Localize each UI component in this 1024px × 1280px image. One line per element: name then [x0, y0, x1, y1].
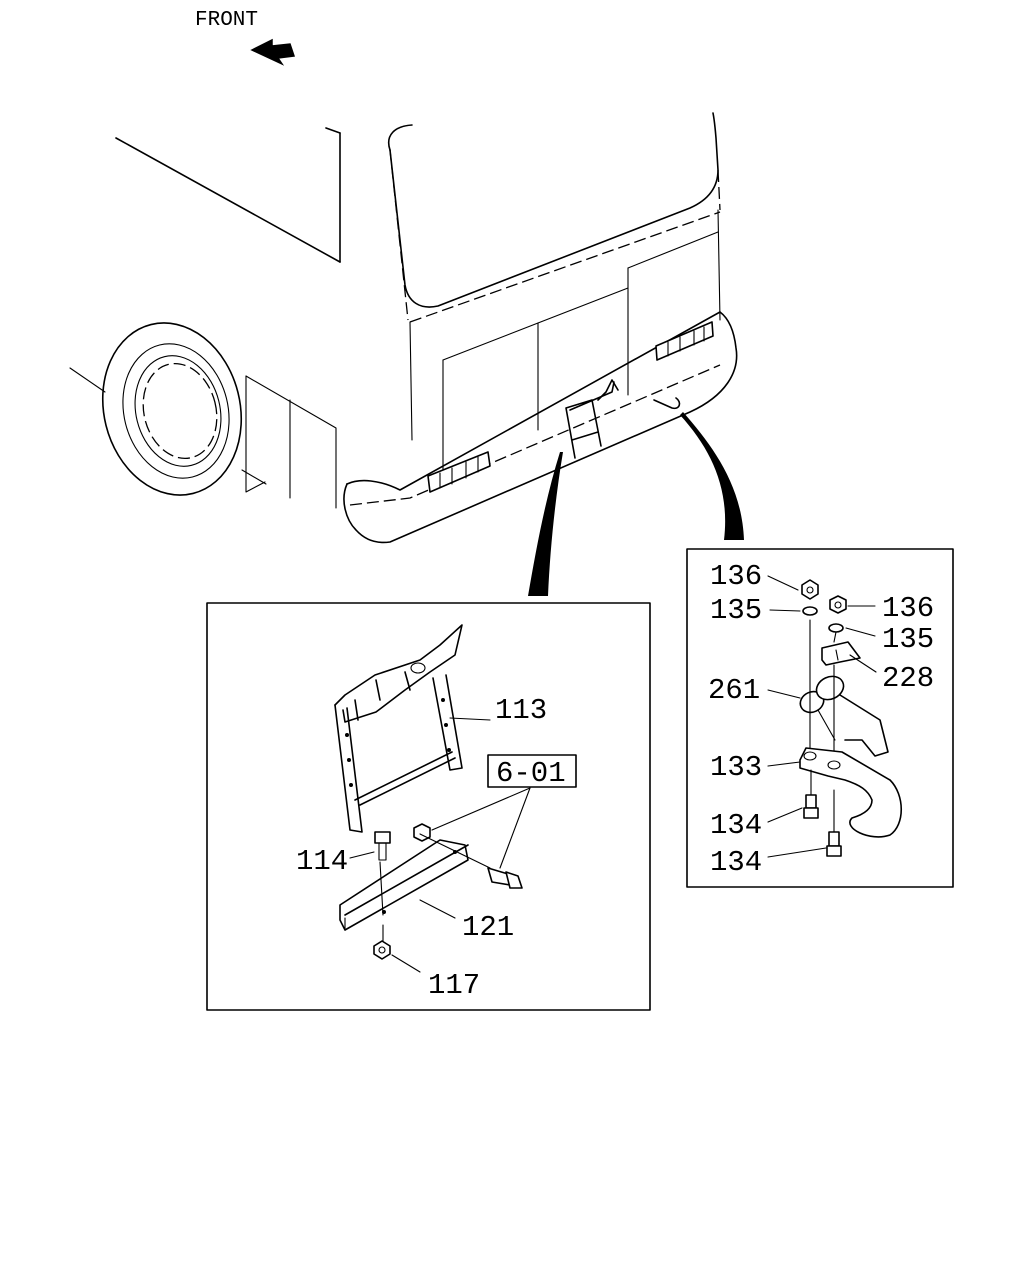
callout-117: 117: [428, 969, 480, 1002]
callout-121: 121: [462, 911, 514, 944]
callout-136-right: 136: [882, 592, 934, 625]
callout-113: 113: [495, 694, 547, 727]
vehicle-rear-view: [69, 112, 744, 596]
panel-border: [206, 602, 651, 1011]
group-ref-box: [487, 754, 577, 788]
detail-panel-bracket: [206, 602, 651, 1011]
callout-261: 261: [708, 674, 760, 707]
callout-228: 228: [882, 662, 934, 695]
callout-134-upper: 134: [710, 809, 762, 842]
front-indicator: FRONT: [195, 9, 296, 66]
callout-136-left: 136: [710, 560, 762, 593]
front-arrow-icon: [250, 38, 296, 66]
callout-6-01: 6-01: [496, 757, 566, 790]
panel-border: [686, 548, 954, 888]
front-label: FRONT: [195, 9, 258, 32]
detail-pointer-right: [680, 412, 744, 540]
callout-114: 114: [296, 845, 348, 878]
callout-133: 133: [710, 751, 762, 784]
callout-135-right: 135: [882, 623, 934, 656]
callout-135-left: 135: [710, 594, 762, 627]
detail-panel-hook: [686, 548, 954, 888]
callout-134-lower: 134: [710, 846, 762, 879]
detail-pointer-left: [528, 452, 563, 596]
callout-labels: 113 6-01 114 121 117 136 135 136 135 228…: [296, 560, 934, 1002]
